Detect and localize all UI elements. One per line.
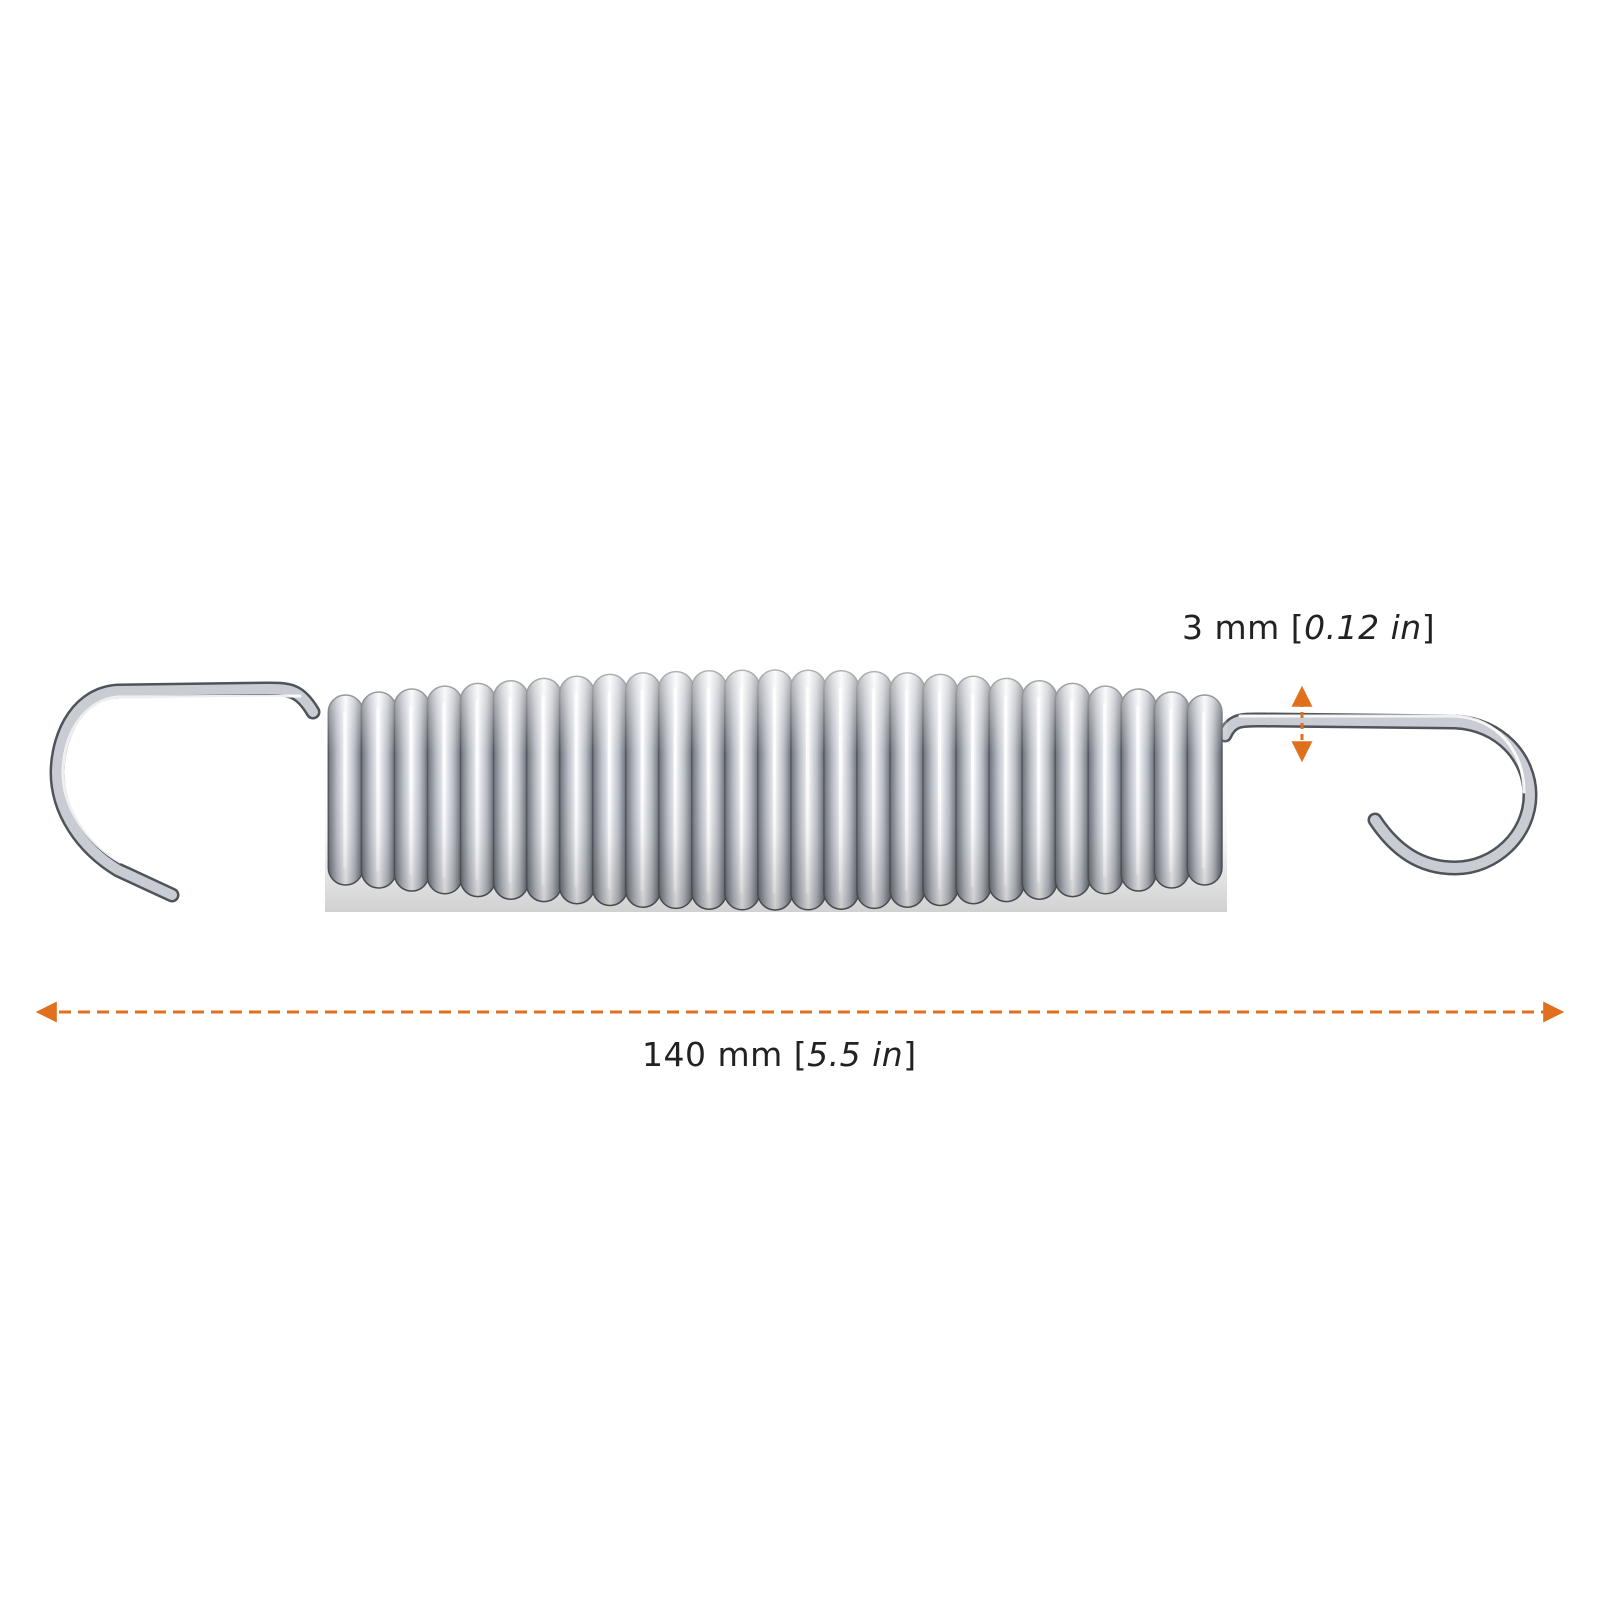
- length-label: 140 mm [5.5 in]: [642, 1035, 917, 1074]
- wire-diameter-label: 3 mm [0.12 in]: [1182, 608, 1436, 647]
- length-metric: 140 mm: [642, 1035, 783, 1074]
- wire-diameter-imperial: 0.12 in: [1304, 608, 1422, 647]
- wire-diameter-metric: 3 mm: [1182, 608, 1280, 647]
- spring-coil: [325, 668, 1227, 912]
- right-hook: [1217, 712, 1538, 876]
- left-hook: [49, 681, 321, 903]
- length-imperial: 5.5 in: [807, 1035, 904, 1074]
- coil-shading: [325, 668, 1227, 912]
